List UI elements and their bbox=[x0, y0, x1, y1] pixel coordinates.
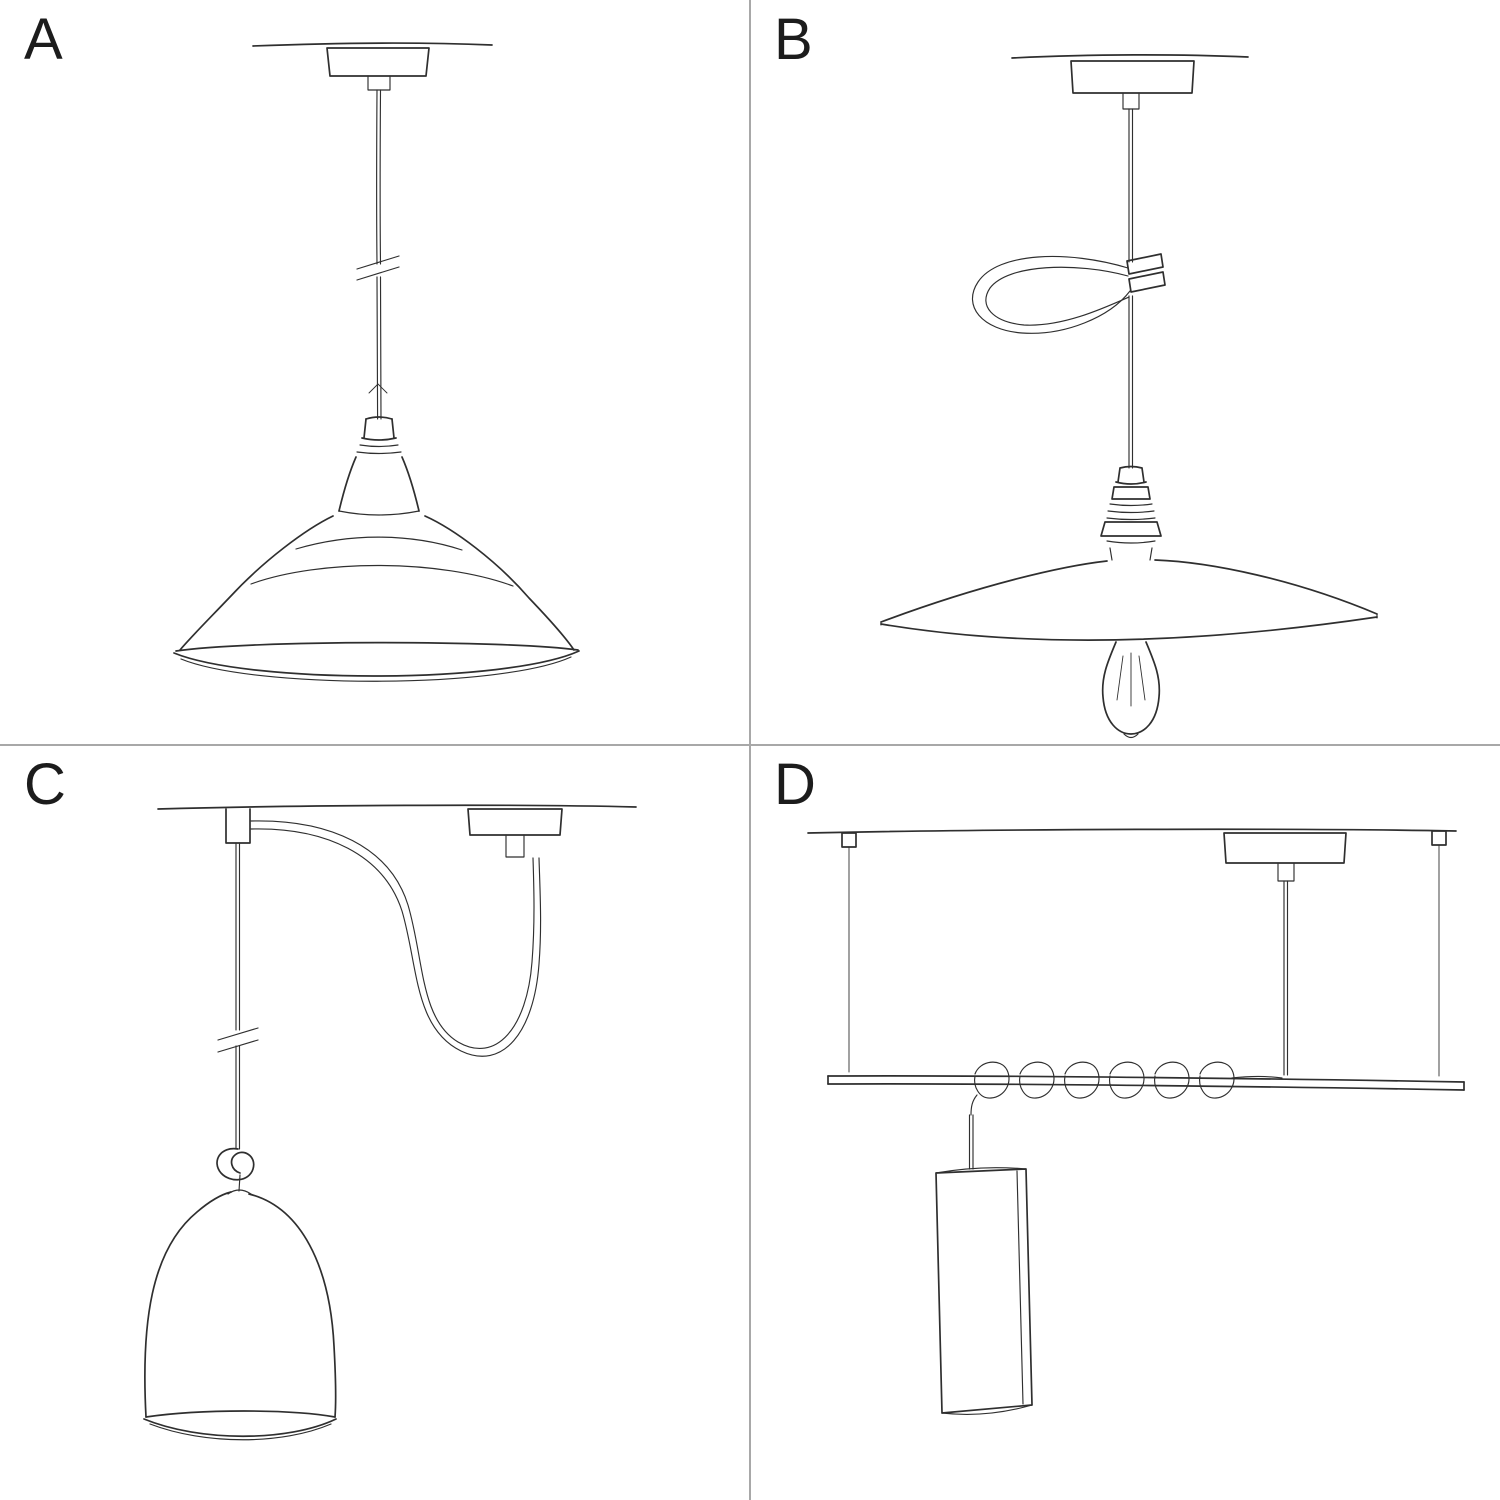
panel-label-b: B bbox=[774, 7, 814, 72]
ceiling-canopy bbox=[1070, 60, 1195, 110]
cable-loop bbox=[972, 255, 1131, 334]
industrial-shade bbox=[173, 515, 580, 682]
panel-d: D bbox=[750, 745, 1500, 1500]
light-bulb-icon bbox=[1101, 641, 1161, 739]
bell-shade bbox=[143, 1189, 337, 1441]
panel-c: C bbox=[0, 745, 750, 1500]
swag-cable bbox=[250, 820, 542, 1057]
pendant-cord bbox=[235, 842, 241, 1150]
pendant-cord bbox=[1283, 880, 1289, 1076]
vertical-divider bbox=[749, 0, 751, 1500]
cable-break-mark bbox=[217, 1027, 259, 1053]
sketch-pendant-with-flat-plate-shade-icon bbox=[880, 54, 1378, 739]
sketch-swag-pendant-with-bell-shade-icon bbox=[143, 804, 637, 1441]
pendant-cord bbox=[376, 89, 382, 420]
ceiling-line bbox=[1011, 54, 1249, 59]
cable-arrow-mark bbox=[368, 383, 388, 394]
flat-plate-shade bbox=[880, 559, 1378, 641]
panel-a: A bbox=[0, 0, 750, 745]
sketch-pendant-with-industrial-shade-icon bbox=[173, 42, 580, 682]
cable-clip bbox=[1126, 253, 1166, 293]
cable-knot bbox=[216, 1147, 255, 1192]
cylinder-shade bbox=[935, 1167, 1033, 1415]
horizontal-divider bbox=[0, 744, 1500, 746]
ceiling-canopy bbox=[467, 808, 563, 858]
horizontal-bar bbox=[827, 1074, 1465, 1091]
panel-b: B bbox=[750, 0, 1500, 745]
lamp-holder bbox=[1100, 465, 1162, 561]
cable-break-mark bbox=[356, 255, 400, 281]
ceiling-line bbox=[157, 804, 637, 810]
ceiling-canopy bbox=[326, 47, 430, 91]
coiled-cable bbox=[970, 1061, 1283, 1116]
ceiling-line bbox=[252, 42, 493, 47]
suspension-wire-right bbox=[1431, 830, 1447, 1077]
panel-label-d: D bbox=[774, 752, 817, 817]
ceiling-hook bbox=[225, 808, 251, 844]
panel-label-c: C bbox=[24, 752, 67, 817]
panel-label-a: A bbox=[24, 7, 64, 72]
ceiling-line bbox=[807, 828, 1457, 834]
pendant-cord bbox=[1128, 108, 1134, 469]
lamp-holder bbox=[338, 416, 420, 516]
drop-cord bbox=[968, 1114, 974, 1170]
ceiling-canopy bbox=[1223, 832, 1347, 882]
suspension-wire-left bbox=[841, 832, 857, 1073]
sketch-bar-suspension-with-cylinder-shade-icon bbox=[807, 828, 1465, 1415]
